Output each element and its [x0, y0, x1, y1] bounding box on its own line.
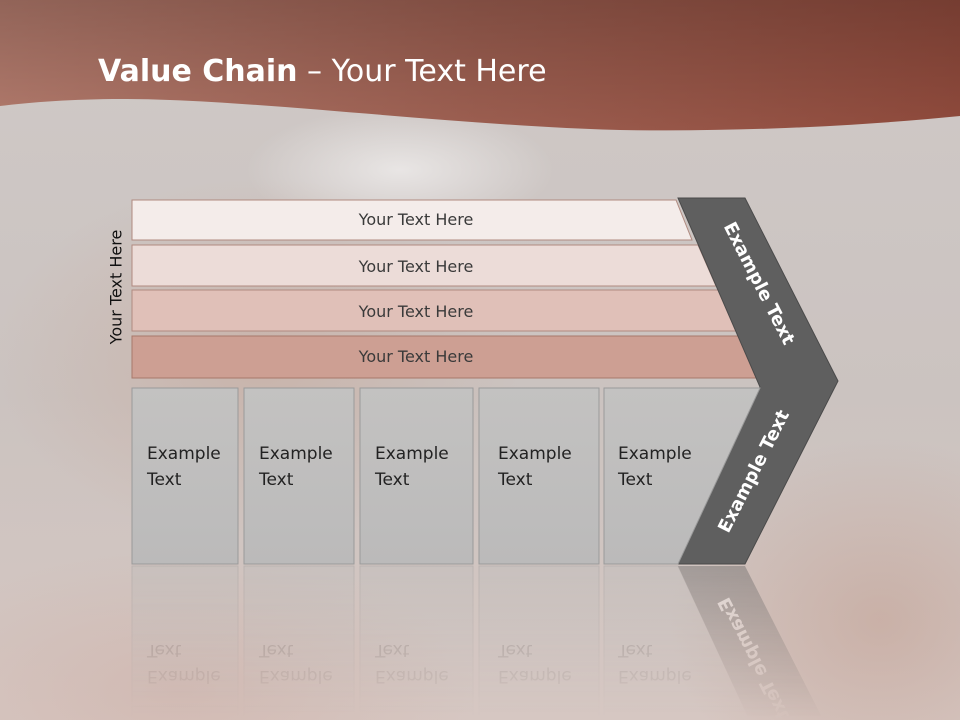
bar-label-3: Your Text Here	[358, 302, 474, 321]
title-strong: Value Chain	[98, 54, 298, 89]
box-shape-2	[243, 387, 355, 565]
chevron-shape	[677, 197, 839, 565]
reflect-box-label-line1-2: Example	[259, 666, 333, 686]
reflect-box-label-line1-1: Example	[147, 666, 221, 686]
box-label-line1-2: Example	[259, 444, 333, 464]
box-shape-3	[359, 387, 474, 565]
reflect-box-3	[359, 565, 474, 720]
reflect-chevron	[678, 566, 824, 720]
text-bars: Your Text Here Your Text Here Your Text …	[131, 199, 764, 379]
box-shape-4	[478, 387, 600, 565]
example-box-5: Example Text	[603, 387, 761, 565]
reflect-box-label-line1-3: Example	[375, 666, 449, 686]
text-bar-2: Your Text Here	[131, 244, 717, 287]
bar-shape-1	[131, 199, 693, 241]
example-box-4: Example Text	[478, 387, 600, 565]
reflect-box-label-line1-5: Example	[618, 666, 692, 686]
example-box-1: Example Text	[131, 387, 239, 565]
example-box-3: Example Text	[359, 387, 474, 565]
reflect-box-label-line2-3: Text	[374, 640, 410, 660]
reflect-box-label-line2-2: Text	[258, 640, 294, 660]
title-rest: – Your Text Here	[297, 54, 547, 89]
text-bar-4: Your Text Here	[131, 335, 764, 379]
box-shape-5	[603, 387, 761, 565]
bar-label-2: Your Text Here	[358, 257, 474, 276]
box-label-line2-2: Text	[258, 470, 294, 490]
example-box-2: Example Text	[243, 387, 355, 565]
reflect-box-label-line2-4: Text	[497, 640, 533, 660]
box-shape-1	[131, 387, 239, 565]
box-label-line1-3: Example	[375, 444, 449, 464]
example-boxes: Example Text Example Text Example Text E…	[131, 387, 761, 565]
box-label-line2-4: Text	[497, 470, 533, 490]
diagram-reflection: Example Text Example Text Example Text E…	[131, 565, 824, 720]
box-label-line2-1: Text	[146, 470, 182, 490]
reflect-box-1	[131, 565, 239, 720]
bar-label-1: Your Text Here	[358, 210, 474, 229]
text-bar-3: Your Text Here	[131, 289, 740, 332]
box-label-line2-5: Text	[617, 470, 653, 490]
box-label-line1-5: Example	[618, 444, 692, 464]
reflect-box-2	[243, 565, 355, 720]
reflect-box-label-line2-1: Text	[146, 640, 182, 660]
page-title: Value Chain – Your Text Here	[98, 54, 547, 89]
box-label-line2-3: Text	[374, 470, 410, 490]
text-bar-1: Your Text Here	[131, 199, 693, 241]
reflect-box-label-line2-5: Text	[617, 640, 653, 660]
bar-label-4: Your Text Here	[358, 347, 474, 366]
header-band	[0, 0, 960, 131]
reflect-box-label-line1-4: Example	[498, 666, 572, 686]
box-label-line1-1: Example	[147, 444, 221, 464]
reflect-box-4	[478, 565, 600, 720]
box-label-line1-4: Example	[498, 444, 572, 464]
